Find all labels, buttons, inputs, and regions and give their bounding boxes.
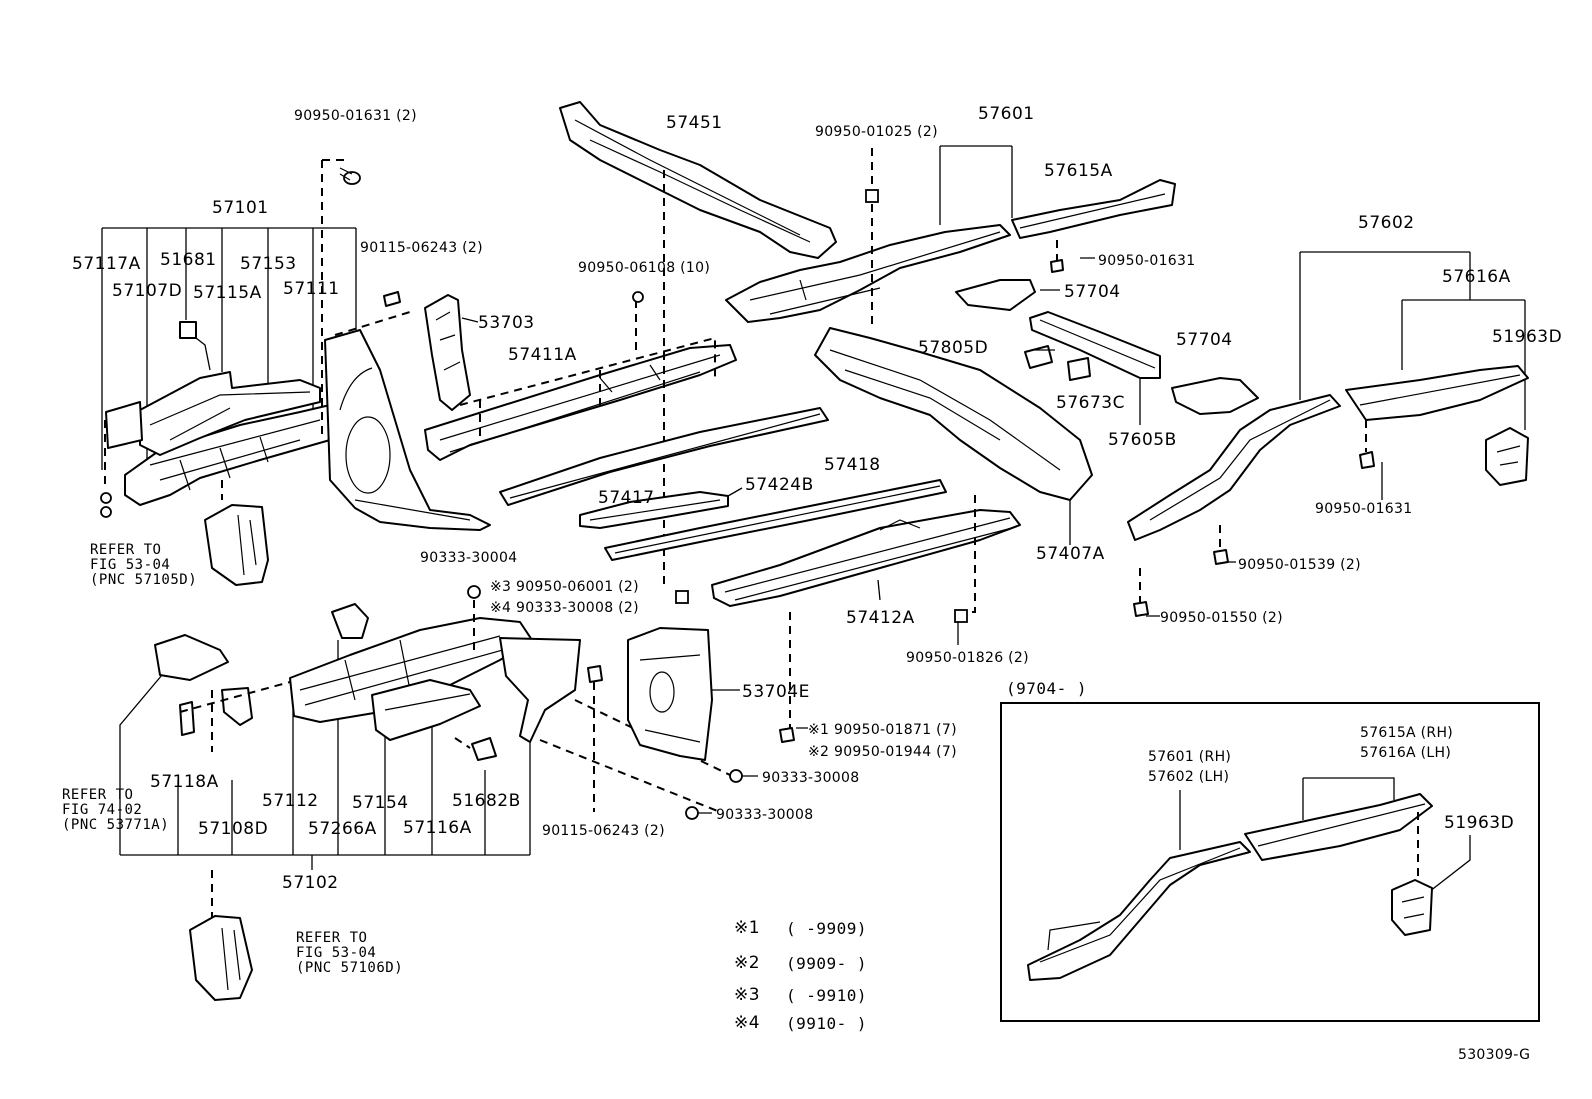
label-90115-06243-2-bot: 90115-06243 (2)	[542, 823, 665, 839]
label-90950-01826-2: 90950-01826 (2)	[906, 650, 1029, 666]
label-90333-30004: 90333-30004	[420, 550, 518, 566]
label-90333-30008-2: ※4 90333-30008 (2)	[490, 600, 639, 616]
note-3-mark: ※3	[734, 985, 761, 1005]
inset-period: (9704- )	[1006, 679, 1088, 698]
label-90950-01631-a: 90950-01631	[1098, 253, 1196, 269]
label-90333-30008-a: 90333-30008	[762, 770, 860, 786]
refer-53771A-line1: REFER TO	[62, 787, 134, 803]
note-2-range: (9909- )	[786, 954, 868, 973]
label-57704-b: 57704	[1176, 330, 1233, 350]
note-4-mark: ※4	[734, 1013, 761, 1033]
label-57101: 57101	[212, 198, 269, 218]
label-90950-01539-2: 90950-01539 (2)	[1238, 557, 1361, 573]
label-57118A: 57118A	[150, 772, 219, 792]
label-51681: 51681	[160, 250, 217, 270]
part-53704E	[627, 627, 743, 820]
label-57605B: 57605B	[1108, 430, 1177, 450]
label-90950-01025-2: 90950-01025 (2)	[815, 124, 938, 140]
label-57107D: 57107D	[112, 281, 183, 301]
note-4-range: (9910- )	[786, 1014, 868, 1033]
refer-57106D-line1: REFER TO	[296, 930, 368, 946]
label-57424B: 57424B	[745, 475, 814, 495]
assembly-57102	[119, 585, 731, 1001]
note-1-mark: ※1	[734, 918, 761, 938]
refer-57105D-line2: FIG 53-04	[90, 557, 171, 573]
label-57154: 57154	[352, 793, 409, 813]
label-57615A: 57615A	[1044, 161, 1113, 181]
label-57417: 57417	[598, 488, 655, 508]
label-57102: 57102	[282, 873, 339, 893]
label-90950-01944-7: ※2 90950-01944 (7)	[808, 744, 957, 760]
label-90950-06108-10: 90950-06108 (10)	[578, 260, 711, 276]
refer-53771A-line3: (PNC 53771A)	[62, 817, 170, 833]
label-90333-30008-b: 90333-30008	[716, 807, 814, 823]
refer-57105D-line3: (PNC 57105D)	[90, 572, 198, 588]
label-57266A: 57266A	[308, 819, 377, 839]
inset-parts	[1027, 777, 1471, 981]
label-57411A: 57411A	[508, 345, 577, 365]
leader-lines	[698, 257, 1383, 814]
assembly-57602	[1127, 251, 1529, 617]
inset-label-57601-rh: 57601 (RH)	[1148, 749, 1232, 765]
inset-box	[1000, 702, 1540, 1022]
label-51963D: 51963D	[1492, 327, 1563, 347]
note-3-range: ( -9910)	[786, 986, 868, 1005]
label-90950-01550-2: 90950-01550 (2)	[1160, 610, 1283, 626]
label-57616A: 57616A	[1442, 267, 1511, 287]
label-90950-01631-b: 90950-01631	[1315, 501, 1413, 517]
label-51682B: 51682B	[452, 791, 521, 811]
refer-57106D-line2: FIG 53-04	[296, 945, 377, 961]
inset-label-57602-lh: 57602 (LH)	[1148, 769, 1230, 785]
refer-57105D-line1: REFER TO	[90, 542, 162, 558]
label-57116A: 57116A	[403, 818, 472, 838]
label-90115-06243-2-top: 90115-06243 (2)	[360, 240, 483, 256]
label-90950-06001-2: ※3 90950-06001 (2)	[490, 579, 639, 595]
assembly-57101	[100, 159, 491, 586]
label-57451: 57451	[666, 113, 723, 133]
assembly-57601	[725, 145, 1259, 501]
diagram-id: 530309-G	[1458, 1047, 1531, 1063]
refer-57106D-line3: (PNC 57106D)	[296, 960, 404, 976]
label-57111: 57111	[283, 279, 340, 299]
label-57112: 57112	[262, 791, 319, 811]
inset-label-57615A-rh: 57615A (RH)	[1360, 725, 1454, 741]
label-57412A: 57412A	[846, 608, 915, 628]
label-57115A: 57115A	[193, 283, 262, 303]
refer-53771A-line2: FIG 74-02	[62, 802, 143, 818]
label-57108D: 57108D	[198, 819, 269, 839]
inset-label-51963D: 51963D	[1444, 813, 1515, 833]
label-53704E: 53704E	[742, 682, 810, 702]
label-53703: 53703	[478, 313, 535, 333]
label-57418: 57418	[824, 455, 881, 475]
label-57602: 57602	[1358, 213, 1415, 233]
inset-label-57616A-lh: 57616A (LH)	[1360, 745, 1452, 761]
label-57117A: 57117A	[72, 254, 141, 274]
assembly-57411A	[424, 291, 737, 461]
label-57601: 57601	[978, 104, 1035, 124]
label-57153: 57153	[240, 254, 297, 274]
label-57673C: 57673C	[1056, 393, 1125, 413]
note-2-mark: ※2	[734, 953, 761, 973]
rails-center	[499, 407, 1021, 743]
label-90950-01871-7: ※1 90950-01871 (7)	[808, 722, 957, 738]
label-57704-a: 57704	[1064, 282, 1121, 302]
part-57451	[559, 101, 837, 604]
label-90950-01631-2: 90950-01631 (2)	[294, 108, 417, 124]
label-57407A: 57407A	[1036, 544, 1105, 564]
label-57805D: 57805D	[918, 338, 989, 358]
note-1-range: ( -9909)	[786, 919, 868, 938]
